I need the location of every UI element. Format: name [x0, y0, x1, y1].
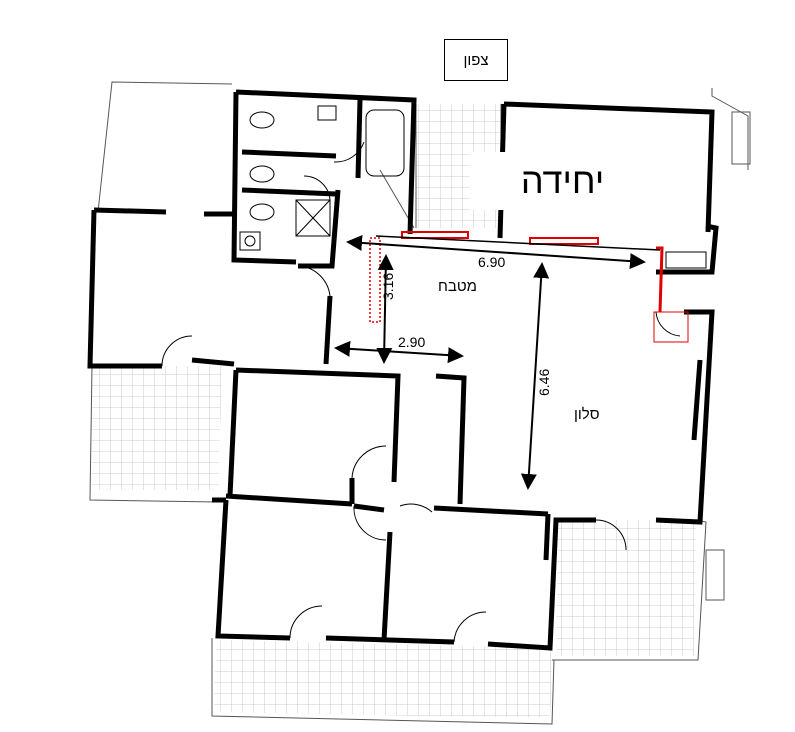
dim-label-living-depth: 6.46 [536, 368, 552, 396]
wall-bath-east [298, 189, 341, 269]
door-wc [303, 175, 331, 201]
door-unit-entry [655, 311, 681, 337]
shower [295, 199, 331, 237]
wall-living-east-2 [691, 359, 703, 441]
kitchen-wall-line [375, 235, 661, 251]
unit-sink [665, 251, 707, 269]
dim-label-kitchen-depth: 3.16 [380, 272, 396, 300]
door-bedroom1 [351, 445, 387, 479]
wall-bedroom3-east [543, 513, 551, 561]
wall-bedroom1-west [227, 369, 239, 497]
wall-west-outer [87, 209, 162, 369]
red-removed-wall [369, 237, 381, 323]
dimension-lines [334, 234, 646, 490]
toilet-2 [249, 165, 275, 183]
toilet-3 [249, 203, 275, 221]
wall-bedroom3-north-w [353, 503, 385, 513]
dim-arrow-living-depth [520, 262, 550, 490]
door-bedroom2 [289, 605, 323, 639]
sink [239, 231, 261, 251]
door-hall-right [399, 503, 433, 513]
wall-living-east [655, 309, 715, 525]
wall-north-east [656, 223, 719, 275]
east-terrace-tiles [556, 520, 696, 656]
door-west-terrace [161, 335, 193, 367]
door-west-room [299, 265, 331, 297]
south-balcony-tiles [214, 640, 552, 718]
wall-wc-1 [241, 149, 337, 159]
wall-bedroom1-south [225, 493, 353, 507]
tiled-areas [92, 104, 696, 718]
dim-label-kitchen-width: 2.90 [398, 334, 426, 350]
red-unit-entry [653, 311, 689, 343]
unit-label: יחידה [470, 152, 655, 210]
west-terrace-outline [89, 365, 219, 503]
red-new-wall [656, 246, 664, 313]
wall-south-east [487, 517, 596, 651]
red-wall-opening-2 [529, 237, 599, 245]
kitchen-label: מטבח [438, 278, 477, 295]
sink-2 [317, 105, 337, 121]
doors [161, 141, 681, 643]
north-label: צפון [444, 39, 508, 81]
walls [87, 89, 719, 651]
south-terrace-outline [211, 638, 555, 725]
wall-bedroom1-north [235, 367, 401, 483]
wall-west-room [93, 207, 167, 215]
dim-label-top-width: 6.90 [478, 254, 506, 270]
door-hall-left [353, 505, 387, 541]
east-outline [711, 88, 749, 170]
east-post [731, 111, 751, 165]
wall-unit-north [503, 101, 715, 233]
dim-arrow-kitchen-width [334, 340, 464, 364]
west-terrace-tiles [92, 366, 222, 490]
living-room-label: סלון [574, 406, 600, 423]
wall-hall [435, 373, 467, 505]
bathtub [365, 109, 405, 177]
wall-south-mid [325, 635, 455, 645]
wall-west-room-south [191, 357, 235, 367]
door-bedroom3 [453, 611, 487, 643]
wall-west-room-east [323, 295, 333, 365]
wall-wc-2 [241, 187, 337, 197]
se-steps [705, 549, 725, 601]
wall-bedroom3-north [433, 505, 549, 517]
wall-bedroom2-outer [215, 499, 291, 641]
door-east-terrace [595, 519, 627, 551]
door-bath [333, 141, 365, 163]
wall-bath-outer [235, 89, 417, 235]
dim-arrow-top-width [346, 234, 646, 270]
wall-tub [355, 99, 363, 179]
toilet-1 [249, 111, 275, 129]
nw-outline [97, 81, 233, 213]
wall-bath-west [231, 91, 297, 265]
wall-bedroom2-east [381, 531, 393, 641]
fixtures [239, 105, 707, 269]
